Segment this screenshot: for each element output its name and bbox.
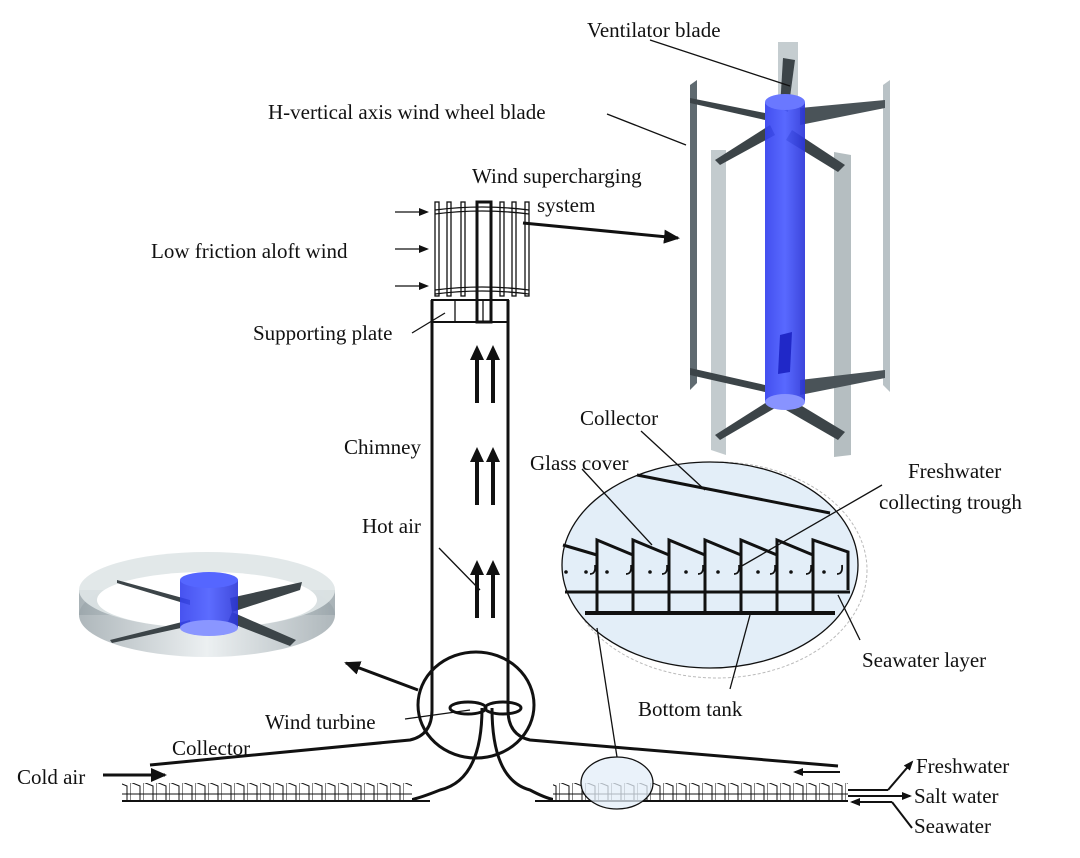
- wheel-blade-back-right: [883, 80, 890, 392]
- leader-lines: [404, 39, 883, 720]
- label-h-vertical-blade: H-vertical axis wind wheel blade: [268, 100, 546, 124]
- hot-air-arrow-pair: [470, 345, 500, 403]
- label-wind-supercharging-1: Wind supercharging: [472, 164, 642, 188]
- supercharger-detail-arrow: [522, 221, 680, 244]
- aloft-wind-arrows: [395, 208, 429, 290]
- wheel-blade-front-left: [711, 150, 726, 455]
- freshwater-troughs: [564, 564, 844, 575]
- label-ventilator-blade: Ventilator blade: [587, 18, 721, 42]
- label-seawater-layer: Seawater layer: [862, 648, 986, 672]
- glass-cover-teeth: [562, 537, 850, 613]
- label-wind-supercharging-2: system: [537, 193, 595, 217]
- freshwater-out-arrow: [887, 760, 914, 791]
- hot-air-arrow-pair: [470, 447, 500, 505]
- supercharger-shaft: [475, 200, 493, 324]
- turbine-detail-arrow: [344, 661, 419, 692]
- label-cold-air: Cold air: [17, 765, 85, 789]
- label-chimney: Chimney: [344, 435, 421, 459]
- inset-connector-line: [596, 627, 618, 758]
- desalination-inset: [561, 461, 868, 679]
- wind-turbine-schematic: [409, 700, 556, 802]
- supporting-plate: [431, 299, 509, 323]
- label-freshwater-trough-2: collecting trough: [879, 490, 1022, 514]
- wheel-blade-back-left: [690, 80, 697, 390]
- hot-air-arrow-pair: [470, 560, 500, 618]
- wheel-blade-front-right: [834, 152, 851, 457]
- label-salt-water-out: Salt water: [914, 784, 999, 808]
- label-glass-cover: Glass cover: [530, 451, 629, 475]
- label-collector-inset: Collector: [580, 406, 658, 430]
- wheel-hub-top: [765, 94, 805, 110]
- label-freshwater-out: Freshwater: [916, 754, 1009, 778]
- hot-air-arrows: [470, 345, 500, 618]
- desalination-zoom-spot: [580, 756, 654, 810]
- wheel-hub-bottom: [765, 394, 805, 410]
- water-pipes: [848, 760, 914, 829]
- label-freshwater-trough-1: Freshwater: [908, 459, 1001, 483]
- label-collector-main: Collector: [172, 736, 250, 760]
- label-wind-turbine: Wind turbine: [265, 710, 376, 734]
- supercharger-schematic: [431, 200, 530, 324]
- label-low-friction-wind: Low friction aloft wind: [151, 239, 348, 263]
- label-hot-air: Hot air: [362, 514, 421, 538]
- wind-turbine-render: [79, 552, 335, 657]
- label-supporting-plate: Supporting plate: [253, 321, 392, 345]
- collector-glass-line: [636, 473, 831, 515]
- label-bottom-tank: Bottom tank: [638, 697, 743, 721]
- h-vertical-wind-wheel-render: [690, 42, 890, 457]
- label-seawater-in: Seawater: [914, 814, 991, 838]
- collector-floor-left: [122, 783, 412, 801]
- collector-floor: [122, 783, 848, 802]
